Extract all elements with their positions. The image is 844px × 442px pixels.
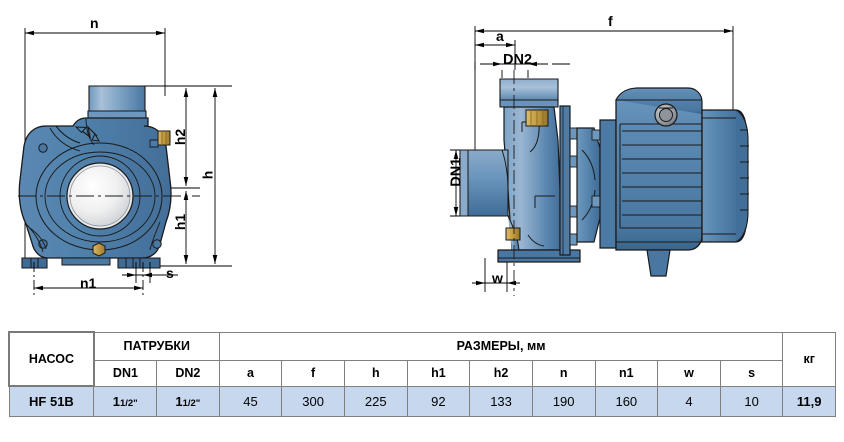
cell-f: 300 [281, 385, 345, 417]
cell-h: 225 [343, 385, 408, 417]
dim-label-s: s [166, 265, 174, 281]
table-header-row-group: НАСОС ПАТРУБКИ РАЗМЕРЫ, мм кг [8, 331, 836, 387]
dimensions-table: НАСОС ПАТРУБКИ РАЗМЕРЫ, мм кг DN1 DN2 a … [8, 331, 836, 417]
cell-w: 4 [657, 385, 721, 417]
header-a: a [218, 359, 283, 387]
cell-dn2-whole: 1 [175, 393, 183, 409]
dim-label-h2: h2 [172, 128, 189, 146]
cell-h1: 92 [406, 385, 471, 417]
header-h1: h1 [406, 359, 471, 387]
header-ports-group: ПАТРУБКИ [93, 331, 220, 361]
header-h2: h2 [469, 359, 533, 387]
pump-side-view-drawing [450, 26, 749, 296]
header-weight: кг [782, 331, 836, 387]
dim-label-h1: h1 [172, 213, 189, 231]
dim-label-dn2: DN2 [503, 52, 533, 68]
header-dn1: DN1 [93, 359, 157, 387]
header-pump: НАСОС [8, 331, 95, 387]
cell-dn1-fraction: 1/2" [119, 397, 138, 409]
dim-label-dn1: DN1 [448, 157, 465, 187]
cell-weight: 11,9 [782, 385, 836, 417]
cell-a: 45 [218, 385, 283, 417]
cell-pump-model: HF 51B [8, 385, 95, 417]
cell-dn2-fraction: 1/2" [182, 397, 201, 409]
dim-label-n1: n1 [80, 275, 97, 291]
header-dn2: DN2 [156, 359, 220, 387]
header-f: f [281, 359, 345, 387]
dim-label-n: n [90, 15, 99, 31]
cell-dn2: 11/2" [156, 385, 220, 417]
dim-label-h: h [199, 170, 216, 180]
cell-dn1-whole: 1 [112, 393, 120, 409]
pump-front-view-drawing [18, 28, 232, 296]
header-n: n [531, 359, 596, 387]
header-n1: n1 [594, 359, 659, 387]
cell-dn1: 11/2" [93, 385, 157, 417]
cell-n1: 160 [594, 385, 659, 417]
table-row: HF 51B 11/2" 11/2" 45 300 225 92 133 190… [8, 385, 836, 417]
cell-h2: 133 [469, 385, 533, 417]
header-dimensions-group: РАЗМЕРЫ, мм [218, 331, 784, 361]
header-h: h [343, 359, 408, 387]
dim-label-a: a [496, 28, 504, 44]
dim-label-w: w [492, 270, 503, 286]
table-subheader-row: DN1 DN2 a f h h1 h2 n n1 w s [9, 359, 836, 387]
cell-n: 190 [531, 385, 596, 417]
dim-label-f: f [608, 13, 613, 29]
header-w: w [657, 359, 721, 387]
header-s: s [719, 359, 784, 387]
cell-s: 10 [719, 385, 784, 417]
